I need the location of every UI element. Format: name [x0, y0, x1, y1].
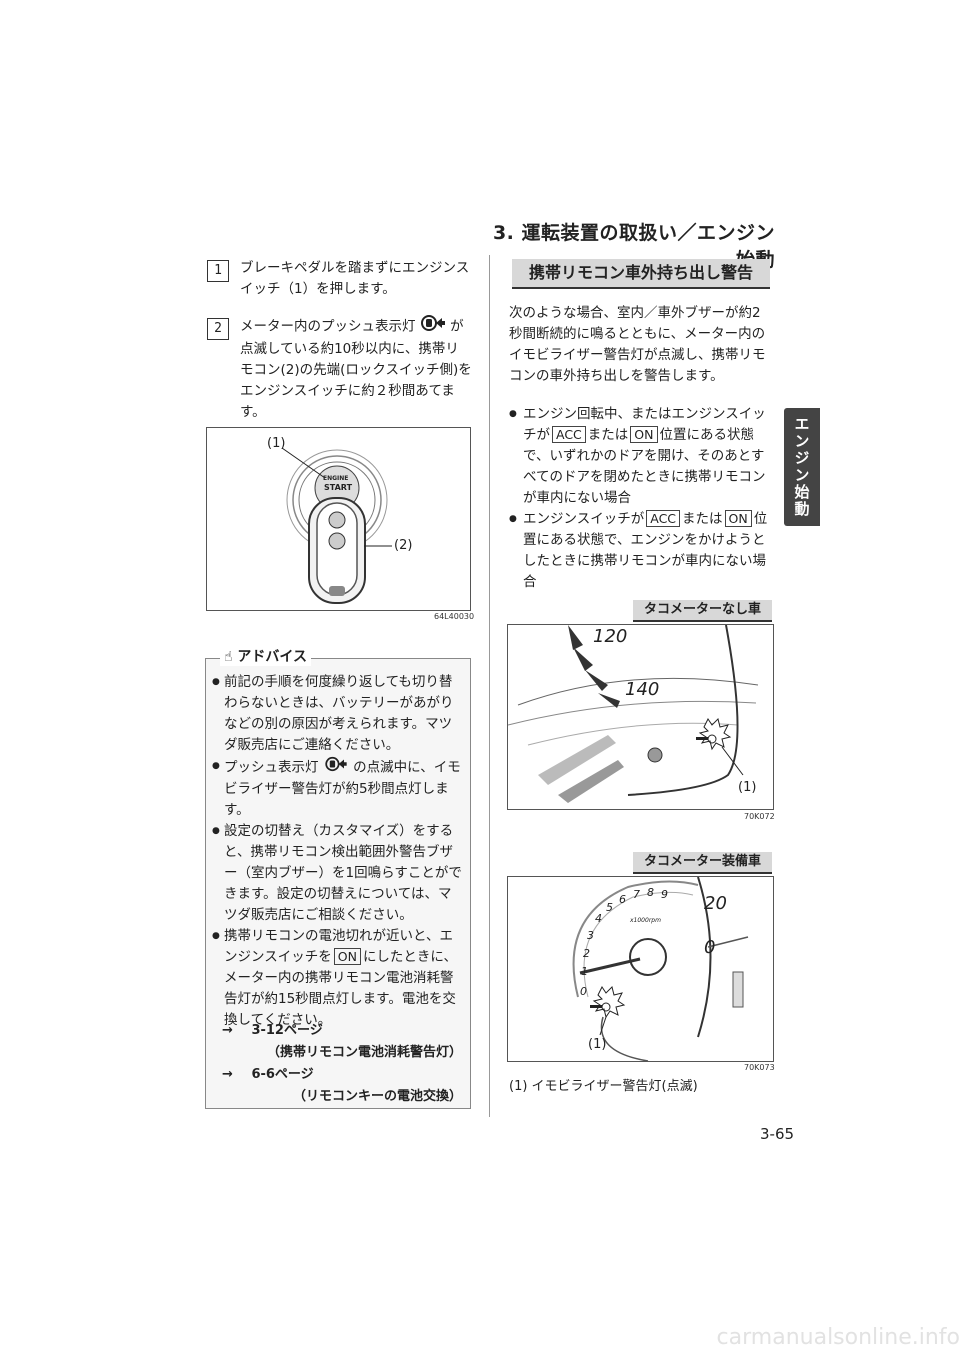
figure-code: 64L40030 — [434, 612, 475, 621]
condition-text: または — [587, 427, 629, 443]
engine-text-1: ENGINE — [323, 475, 349, 482]
page-number: 3-65 — [760, 1125, 795, 1143]
figure-meter-no-tacho: 120 140 (1) — [507, 624, 774, 810]
tacho-tick: 1 — [581, 965, 588, 978]
tacho-tick: 6 — [619, 893, 626, 906]
acc-key-label: ACC — [552, 426, 586, 443]
tacho-tick: 2 — [583, 947, 590, 960]
tacho-tick: 0 — [580, 985, 587, 998]
condition-text: エンジンスイッチが — [523, 511, 645, 527]
column-divider — [489, 255, 490, 1117]
tacho-tick: 8 — [647, 886, 654, 899]
watermark: carmanualsonline.info — [716, 1325, 960, 1350]
advice-text: の点滅中に、イモビライザー警告灯が約5秒間点灯します。 — [224, 759, 461, 819]
immobilizer-warning-icon — [590, 986, 626, 1019]
arrow-icon: → — [222, 1023, 233, 1038]
ref-title: （携帯リモコン電池消耗警告灯） — [266, 1045, 462, 1060]
step-text-b: が点滅している約10秒以内に、携帯リモコン(2)の先端(ロックスイッチ側)をエン… — [240, 318, 472, 421]
speed-0: 0 — [704, 937, 716, 958]
figure-code: 70K072 — [744, 812, 775, 821]
advice-text: 携帯リモコンの電池切れが近いと、エンジンスイッチを — [224, 928, 453, 965]
speed-120: 120 — [593, 626, 628, 647]
ref-page: 3-12ページ — [251, 1023, 323, 1038]
speedometer-illustration — [508, 625, 759, 803]
condition-list: エンジン回転中、またはエンジンスイッチがACCまたはON位置にある状態で、いずれ… — [509, 404, 771, 593]
figure-code: 70K073 — [744, 1063, 775, 1072]
figure-label: タコメーター装備車 — [633, 852, 772, 874]
push-indicator-icon — [323, 756, 349, 779]
advice-title-text: アドバイス — [237, 649, 307, 665]
engine-text-2: START — [324, 483, 353, 492]
step-number: 1 — [207, 260, 229, 282]
advice-box: 前記の手順を何度繰り返しても切り替わらないときは、バッテリーがあがりなどの別の原… — [205, 658, 471, 1109]
condition-item: エンジンスイッチがACCまたはON位置にある状態で、エンジンをかけようとしたとき… — [509, 509, 771, 593]
immobilizer-warning-icon — [696, 718, 732, 751]
step-number: 2 — [207, 318, 229, 340]
speed-20: 20 — [704, 893, 727, 914]
keyfob-illustration — [281, 447, 392, 604]
speed-140: 140 — [625, 679, 660, 700]
tacho-unit: x1000rpm — [630, 917, 661, 924]
advice-item: プッシュ表示灯 の点滅中に、イモビライザー警告灯が約5秒間点灯します。 — [212, 756, 464, 821]
callout-1: (1) — [267, 436, 286, 451]
figure-caption: (1) イモビライザー警告灯(点滅) — [509, 1079, 698, 1094]
figure-label: タコメーターなし車 — [633, 600, 772, 622]
reference-link[interactable]: → 3-12ページ — [222, 1019, 323, 1038]
tacho-tick: 9 — [661, 888, 668, 901]
on-key-label: ON — [724, 510, 752, 527]
section-title: 携帯リモコン車外持ち出し警告 — [512, 259, 770, 289]
condition-text: または — [682, 511, 723, 527]
advice-item: 設定の切替え（カスタマイズ）をすると、携帯リモコン検出範囲外警告ブザー（室内ブザ… — [212, 821, 464, 926]
figure-keyfob: ENGINE START (1) (2) — [206, 427, 471, 611]
ref-title: （リモコンキーの電池交換） — [292, 1089, 462, 1104]
acc-key-label: ACC — [646, 510, 681, 527]
condition-text: 位置にある状態で、エンジンをかけようとしたときに携帯リモコンが車内にない場合 — [523, 511, 768, 590]
callout-1: (1) — [588, 1037, 607, 1052]
tacho-tick: 7 — [633, 888, 640, 901]
tacho-tick: 3 — [587, 929, 594, 942]
tachometer-illustration — [572, 877, 749, 1061]
side-tab[interactable]: エンジン始動 — [784, 408, 820, 526]
figure-meter-tacho: 0 1 2 3 4 5 6 7 8 9 x1000rpm 20 0 (1) — [507, 876, 774, 1062]
callout-2: (2) — [394, 538, 413, 553]
hand-icon: ☝ — [224, 649, 233, 665]
advice-item: 前記の手順を何度繰り返しても切り替わらないときは、バッテリーがあがりなどの別の原… — [212, 672, 464, 756]
arrow-icon: → — [222, 1067, 233, 1082]
on-key-label: ON — [333, 948, 361, 965]
section-intro: 次のような場合、室内／車外ブザーが約2秒間断続的に鳴るとともに、メーター内のイモ… — [509, 305, 766, 384]
on-key-label: ON — [630, 426, 658, 443]
condition-text: 位置にある状態で、いずれかのドアを開け、そのあとすべてのドアを閉めたときに携帯リ… — [523, 427, 766, 506]
ref-page: 6-6ページ — [251, 1067, 314, 1082]
advice-text: プッシュ表示灯 — [224, 759, 319, 776]
tacho-tick: 4 — [595, 912, 602, 925]
step-text: ブレーキペダルを踏まずにエンジンスイッチ（1）を押します。 — [240, 260, 470, 297]
step-text-a: メーター内のプッシュ表示灯 — [240, 318, 416, 335]
callout-1: (1) — [738, 780, 757, 795]
tacho-tick: 5 — [606, 901, 613, 914]
step-text: メーター内のプッシュ表示灯 が点滅している約10秒以内に、携帯リモコン(2)の先… — [240, 314, 472, 423]
advice-text: にしたときに、メーター内の携帯リモコン電池消耗警告灯が約15秒間点灯します。電池… — [224, 949, 458, 1028]
advice-title: ☝ アドバイス — [220, 646, 311, 666]
condition-item: エンジン回転中、またはエンジンスイッチがACCまたはON位置にある状態で、いずれ… — [509, 404, 771, 509]
condition-text: エンジン回転中、またはエンジンスイッチが — [523, 406, 766, 443]
push-indicator-icon — [420, 314, 446, 339]
reference-link[interactable]: → 6-6ページ — [222, 1063, 314, 1082]
advice-item: 携帯リモコンの電池切れが近いと、エンジンスイッチをONにしたときに、メーター内の… — [212, 926, 464, 1031]
